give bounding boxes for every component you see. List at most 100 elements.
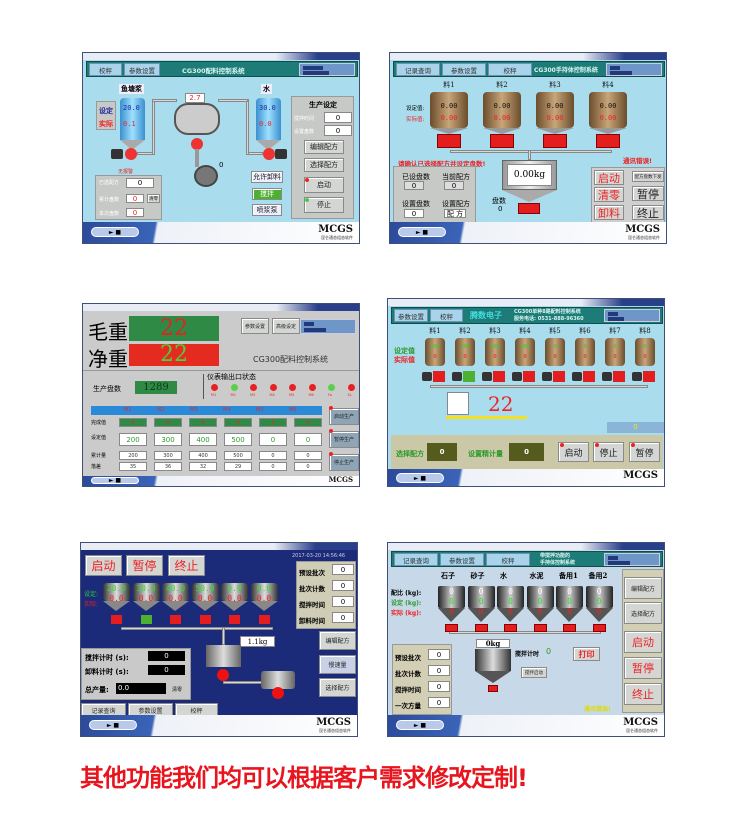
feed-valve[interactable] (523, 371, 535, 382)
advanced-settings-button[interactable]: 高级设定 (272, 318, 300, 334)
hopper-valve-icon[interactable] (217, 669, 229, 681)
table-cell[interactable]: 0 (294, 433, 322, 446)
spray-pump-button[interactable]: 喷浆泵 (252, 204, 282, 216)
tab-parameters[interactable]: 参数设置 (124, 63, 160, 76)
param-input[interactable]: 0 (428, 649, 450, 660)
set-recipe-input[interactable]: 配 方 (444, 209, 466, 218)
playback-control[interactable]: ► ■ (396, 473, 444, 483)
edit-recipe-button[interactable]: 编辑配方 (304, 140, 344, 154)
feed-valve[interactable] (258, 615, 270, 624)
discharge-valve[interactable] (518, 203, 540, 214)
feed-valve[interactable] (229, 615, 240, 624)
recipe-input[interactable]: 0 (427, 443, 457, 461)
table-cell[interactable]: 400 (189, 433, 217, 446)
param-input[interactable]: 0 (428, 697, 450, 708)
feed-valve[interactable] (170, 615, 181, 624)
tab-calibration[interactable]: 校秤 (486, 553, 530, 566)
param-input[interactable]: 0 (428, 665, 450, 676)
start-button[interactable]: 启动 (304, 177, 344, 193)
feed-valve[interactable] (111, 615, 122, 624)
clear-button[interactable]: 清零 (147, 194, 160, 203)
mixer-valve-icon[interactable] (272, 687, 284, 699)
edit-recipe-button[interactable]: 编辑配方 (319, 631, 356, 650)
tab-records[interactable]: 记录查询 (81, 703, 126, 717)
tab-records[interactable]: 记录查询 (394, 553, 438, 566)
mix-start-button[interactable]: 搅拌启动 (521, 667, 547, 678)
feed-valve[interactable] (533, 624, 547, 632)
pause-production-button[interactable]: 暂停生产 (329, 431, 359, 448)
table-cell[interactable]: 200 (119, 433, 147, 446)
tab-parameters[interactable]: 参数设置 (394, 309, 428, 322)
feed-valve[interactable] (592, 624, 606, 632)
tab-calibration[interactable]: 校秤 (488, 63, 532, 76)
feed-valve[interactable] (493, 371, 505, 382)
mixer-valve-icon[interactable] (191, 138, 203, 150)
table-cell[interactable]: 500 (224, 433, 252, 446)
param-input[interactable]: 0 (332, 612, 354, 623)
pause-button[interactable]: 暂停 (624, 657, 662, 679)
playback-control[interactable]: ► ■ (91, 227, 139, 237)
tab-parameters[interactable]: 参数设置 (442, 63, 486, 76)
pause-button[interactable]: 暂停 (126, 555, 163, 576)
table-cell[interactable]: 300 (154, 433, 182, 446)
pause-button[interactable]: 暂停 (632, 186, 664, 201)
feed-valve[interactable] (433, 371, 445, 382)
feed-valve[interactable] (553, 371, 565, 382)
set-batches-input[interactable]: 0 (404, 209, 424, 218)
fine-input[interactable]: 0 (509, 443, 544, 461)
edit-recipe-button[interactable]: 编辑配方 (624, 577, 662, 599)
stop-production-button[interactable]: 停止生产 (329, 454, 359, 471)
tab-records[interactable]: 记录查询 (396, 63, 440, 76)
feed-valve[interactable] (613, 371, 625, 382)
param-input[interactable]: 0 (332, 580, 354, 591)
tab-parameters[interactable]: 参数设置 (440, 553, 484, 566)
start-button[interactable]: 启动 (558, 442, 589, 462)
start-button[interactable]: 启动 (594, 170, 624, 185)
terminate-button[interactable]: 终止 (168, 555, 205, 576)
select-recipe-button[interactable]: 选择配方 (304, 158, 344, 172)
playback-control[interactable]: ► ■ (396, 720, 444, 730)
set-batches-input[interactable]: 0 (324, 125, 352, 136)
parameters-button[interactable]: 参数设置 (241, 318, 269, 334)
playback-control[interactable]: ► ■ (89, 720, 137, 730)
discharge-valve[interactable] (488, 685, 498, 692)
feed-valve[interactable] (563, 624, 576, 632)
clear-button[interactable]: 清零 (172, 687, 183, 693)
stop-button[interactable]: 停止 (593, 442, 624, 462)
select-recipe-button[interactable]: 选择配方 (319, 678, 356, 697)
mix-time-input[interactable]: 0 (324, 112, 352, 123)
feed-valve[interactable] (596, 134, 620, 148)
playback-control[interactable]: ► ■ (91, 477, 139, 484)
discharge-button[interactable]: 卸料 (594, 205, 624, 220)
table-cell[interactable]: 0 (259, 433, 287, 446)
feed-valve[interactable] (583, 371, 595, 382)
zero-button[interactable]: 清零 (594, 187, 624, 202)
stir-button[interactable]: 搅拌 (252, 188, 282, 200)
start-button[interactable]: 启动 (624, 631, 662, 653)
feed-valve[interactable] (504, 624, 517, 632)
left-valve-icon[interactable] (125, 148, 137, 160)
feed-valve[interactable] (643, 371, 655, 382)
start-button[interactable]: 启动 (85, 555, 122, 576)
feed-valve[interactable] (445, 624, 458, 632)
stop-button[interactable]: 停止 (304, 197, 344, 213)
print-button[interactable]: 打印 (573, 647, 600, 661)
terminate-button[interactable]: 终止 (632, 205, 664, 220)
feed-valve[interactable] (463, 371, 475, 382)
feed-valve[interactable] (490, 134, 514, 148)
right-valve-icon[interactable] (263, 148, 275, 160)
slow-amount-button[interactable]: 慢速量 (319, 655, 356, 674)
param-input[interactable]: 0 (332, 564, 354, 575)
param-input[interactable]: 0 (428, 681, 450, 692)
feed-valve[interactable] (199, 615, 211, 624)
feed-valve[interactable] (474, 624, 488, 632)
send-recipe-button[interactable]: 配方盘数下发 (632, 171, 664, 182)
feed-valve[interactable] (140, 615, 152, 624)
feed-valve[interactable] (437, 134, 461, 148)
tab-calibration[interactable]: 校秤 (430, 309, 463, 322)
tab-calibration[interactable]: 校秤 (89, 63, 122, 76)
start-production-button[interactable]: 启动生产 (329, 408, 359, 425)
allow-discharge-button[interactable]: 允许卸料 (251, 171, 283, 183)
param-input[interactable]: 0 (332, 596, 354, 607)
select-recipe-button[interactable]: 选择配方 (624, 602, 662, 624)
